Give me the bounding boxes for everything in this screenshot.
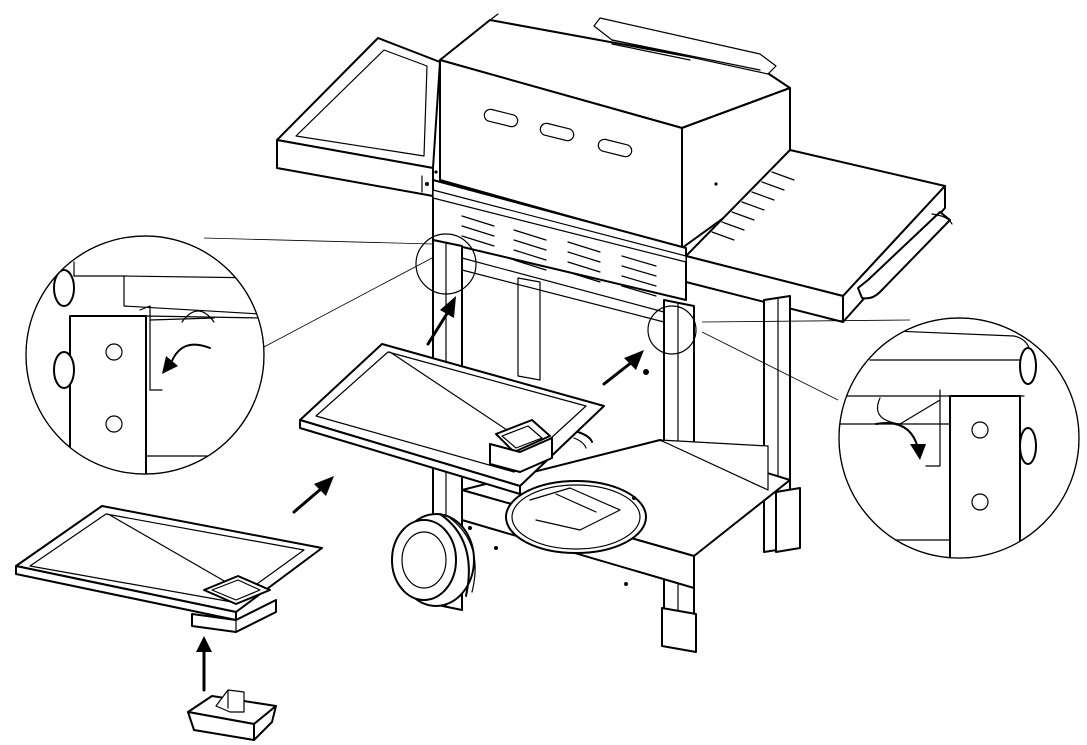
zoom-marker-right	[647, 305, 697, 355]
left-arrowhead	[162, 356, 178, 374]
detail-right-ring	[838, 317, 1080, 559]
grease-tray-loose	[15, 505, 323, 633]
cart-frame	[432, 239, 801, 653]
detail-left-callout	[25, 235, 265, 475]
shelf-vents	[711, 171, 795, 241]
right-side-shelf	[685, 149, 953, 323]
assembly-arrows	[196, 296, 644, 692]
arrow-tray-toward-grill	[292, 476, 334, 514]
grease-tray-installed	[299, 343, 605, 495]
callout-leaders	[203, 233, 911, 401]
zoom-marker-left	[415, 233, 477, 295]
arrow-tray-left-rail	[426, 296, 456, 346]
detail-left-ring	[25, 235, 265, 475]
right-arrowhead	[910, 444, 926, 460]
wheel	[391, 513, 476, 607]
arrow-cup-into-tray	[196, 636, 212, 692]
right-tab-bend-arrow	[875, 422, 919, 449]
panel-vents	[461, 215, 657, 297]
grill-body	[276, 13, 953, 653]
detail-right-callout	[838, 317, 1080, 559]
control-panel	[432, 179, 687, 301]
arrow-tray-right-rail	[602, 350, 644, 386]
grease-cup	[187, 689, 277, 741]
left-side-shelf	[276, 37, 441, 197]
